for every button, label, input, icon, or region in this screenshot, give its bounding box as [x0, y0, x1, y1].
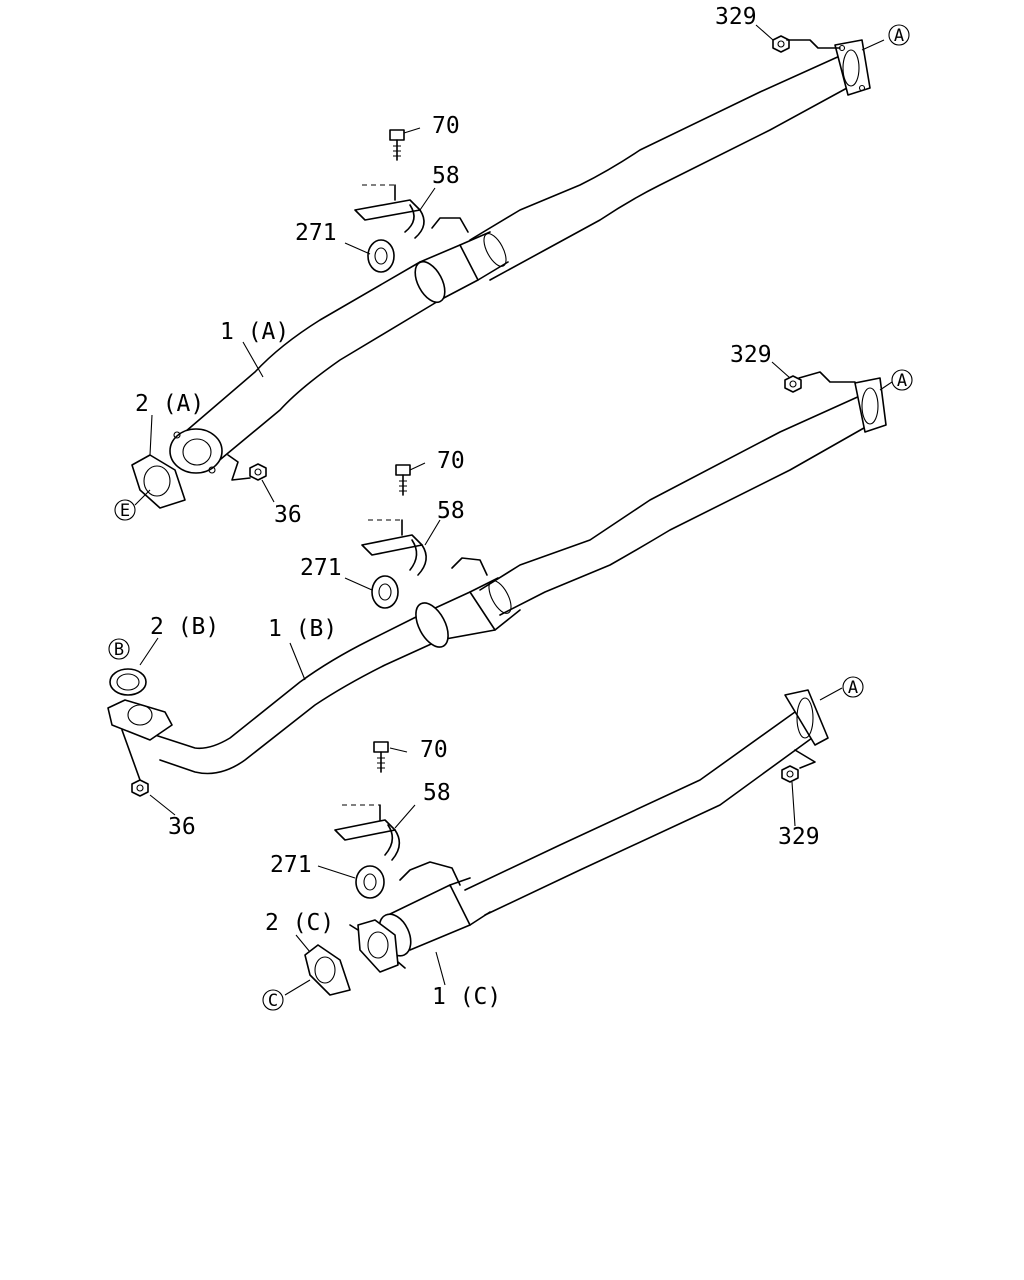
nut-a-front: [249, 463, 267, 481]
bolt-c: [373, 741, 389, 773]
label-b-nut-front: 36: [168, 814, 196, 840]
callout-b-front: B: [108, 638, 130, 660]
rubber-mount-c: [355, 865, 385, 899]
nut-b-front: [131, 779, 149, 797]
label-b-bolt: 70: [437, 448, 465, 474]
pipe-a-outlet-flange: [834, 39, 871, 96]
bracket-b: [361, 534, 423, 556]
label-b-nut-rear: 329: [730, 342, 772, 368]
svg-text:E: E: [120, 501, 130, 521]
callout-c-front: C: [262, 989, 284, 1011]
catalytic-converter-a: [414, 231, 509, 304]
bracket-c: [334, 819, 396, 841]
assembly-c: 70 58 271 329 2 (C) 1 (C) A C: [262, 676, 864, 1011]
bracket-a: [354, 199, 421, 221]
svg-text:C: C: [268, 991, 278, 1011]
pipe-b-inlet-flange: [107, 699, 173, 741]
svg-text:B: B: [114, 640, 124, 660]
label-c-rubber-mount: 271: [270, 852, 312, 878]
pipe-c-inlet-flange: [357, 919, 399, 973]
label-c-bracket: 58: [423, 780, 451, 806]
label-a-gasket: 2 (A): [135, 391, 204, 417]
bolt-b: [395, 464, 411, 496]
label-b-bracket: 58: [437, 498, 465, 524]
catalytic-converter-b: [415, 577, 521, 648]
assembly-a: 329 70 58 271 1 (A) 2 (A) 36 A E: [114, 4, 910, 528]
nut-c-rear: [781, 765, 799, 783]
label-c-bolt: 70: [420, 737, 448, 763]
gasket-c: [304, 944, 351, 996]
label-a-bracket: 58: [432, 163, 460, 189]
nut-b-rear: [784, 375, 802, 393]
callout-c-rear: A: [842, 676, 864, 698]
label-b-pipe: 1 (B): [268, 616, 337, 642]
nut-a-rear: [772, 35, 790, 53]
label-a-nut-rear: 329: [715, 4, 757, 30]
label-c-nut-rear: 329: [778, 824, 820, 850]
label-a-rubber-mount: 271: [295, 220, 337, 246]
pipe-a: [184, 54, 859, 469]
label-b-rubber-mount: 271: [300, 555, 342, 581]
svg-text:A: A: [848, 678, 858, 698]
pipe-c-outlet-flange: [784, 689, 829, 746]
label-b-gasket: 2 (B): [150, 614, 219, 640]
svg-text:A: A: [894, 26, 904, 46]
callout-a-front: E: [114, 499, 136, 521]
label-c-pipe: 1 (C): [432, 984, 501, 1010]
callout-a-rear: A: [888, 24, 910, 46]
label-a-nut-front: 36: [274, 502, 302, 528]
assembly-b: 329 70 58 271 1 (B) 2 (B) 36 A B: [107, 342, 913, 840]
callout-b-rear: A: [891, 369, 913, 391]
rubber-mount-a: [367, 239, 395, 273]
label-a-bolt: 70: [432, 113, 460, 139]
pipe-b-outlet-flange: [854, 377, 887, 433]
label-c-gasket: 2 (C): [265, 910, 334, 936]
pipe-c: [464, 711, 813, 916]
bolt-a: [389, 129, 405, 161]
label-a-pipe: 1 (A): [220, 319, 289, 345]
svg-text:A: A: [897, 371, 907, 391]
pipe-b: [154, 394, 879, 775]
pipe-a-inlet-flange: [169, 428, 223, 474]
gasket-b: [109, 668, 147, 696]
rubber-mount-b: [371, 575, 399, 609]
